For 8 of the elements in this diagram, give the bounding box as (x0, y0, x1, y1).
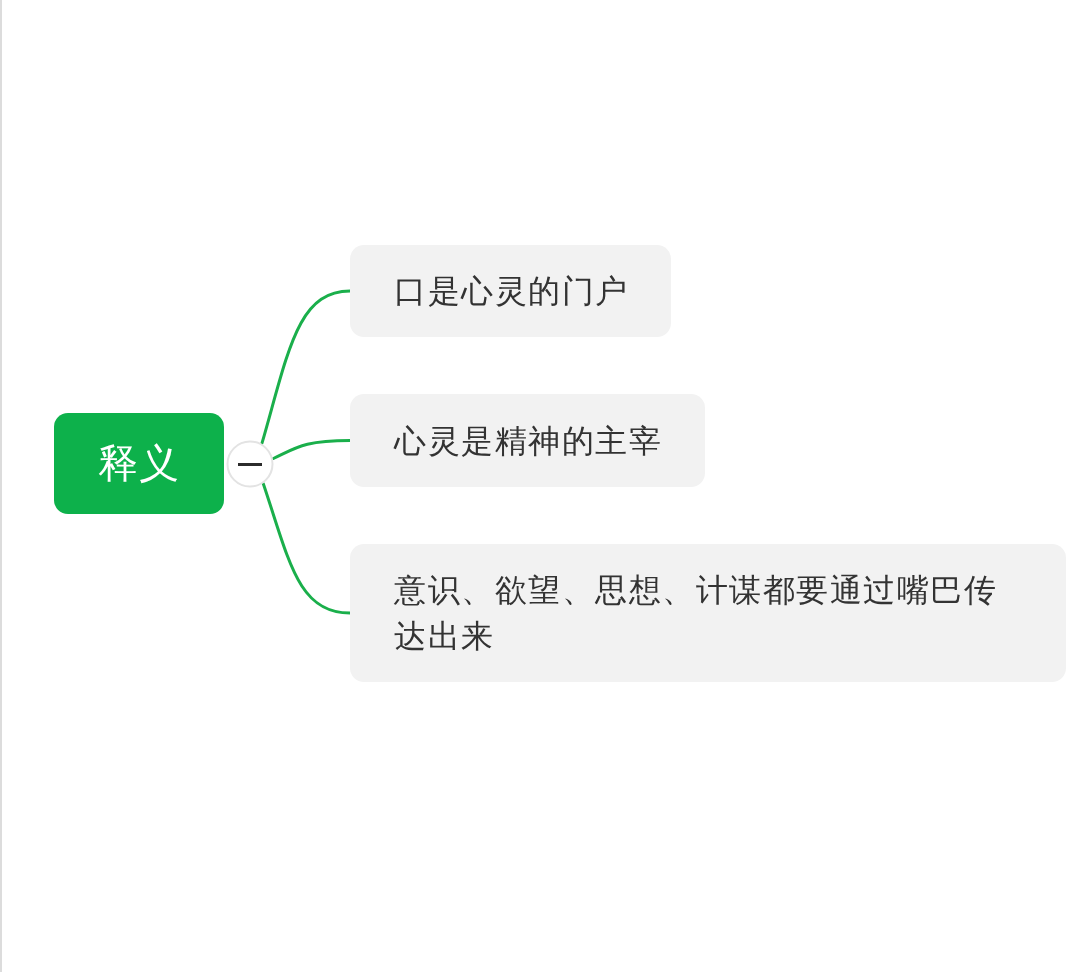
connector-line (261, 482, 352, 615)
collapse-button (226, 440, 274, 488)
subtopic-box: 心灵是精神的主宰 (350, 394, 705, 487)
connector-line (260, 289, 352, 445)
connector-line (271, 439, 352, 460)
root-topic: 释义 (54, 413, 224, 514)
subtopic-box: 口是心灵的门户 (350, 245, 671, 337)
subtopic-box: 意识、欲望、思想、计谋都要通过嘴巴传达出来 (350, 544, 1066, 682)
